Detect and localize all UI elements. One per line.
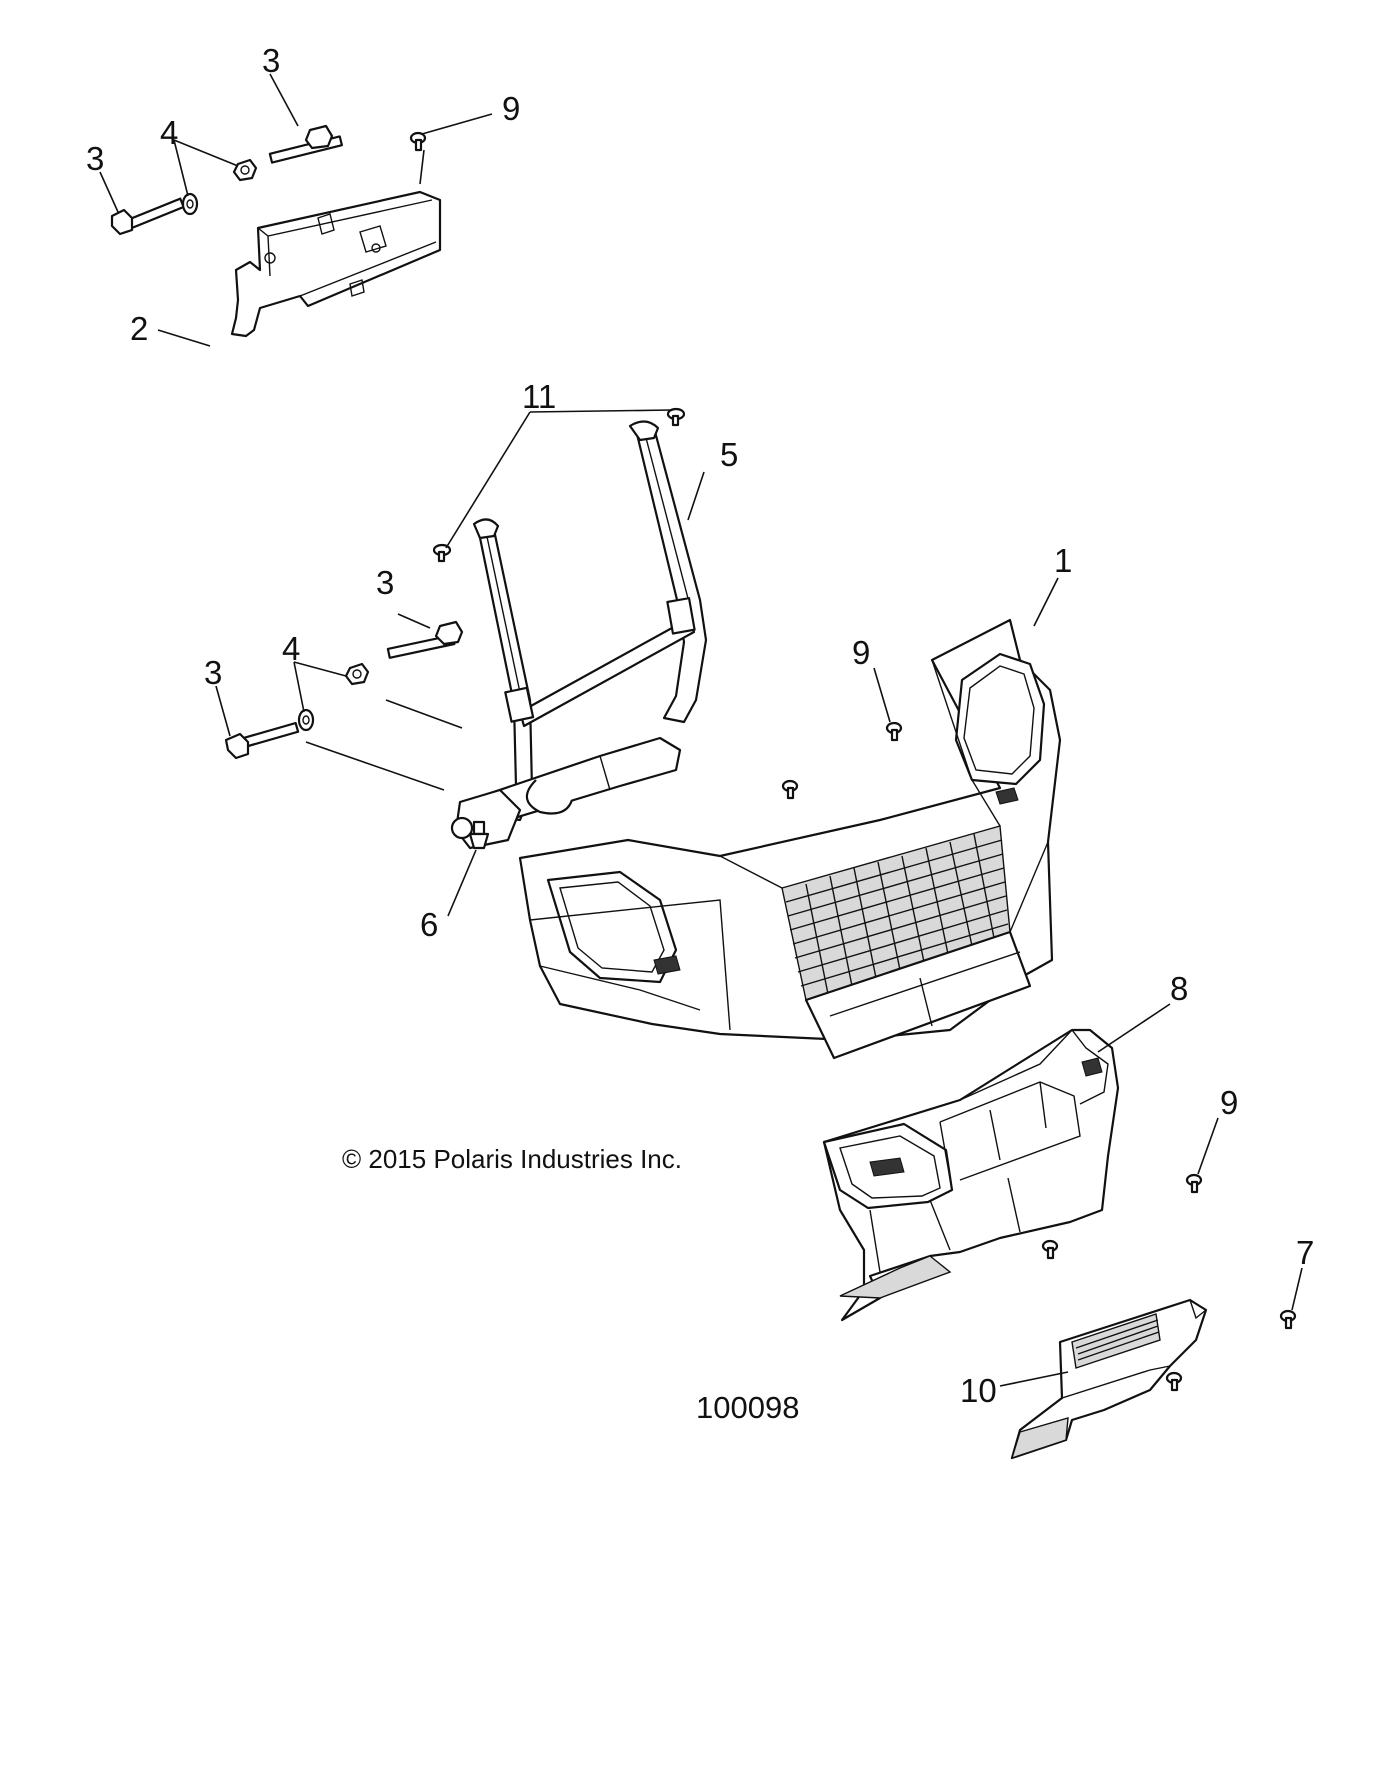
washer-4-mid [297, 708, 315, 732]
callout-5: 5 [720, 436, 738, 473]
bolt-3-mid-left [224, 721, 300, 760]
push-rivet-6 [468, 820, 490, 850]
callout-9: 9 [502, 90, 520, 127]
copyright-text: © 2015 Polaris Industries Inc. [342, 1144, 682, 1174]
clip-11-right [666, 407, 686, 427]
bolt-3-upper-left [110, 197, 185, 236]
screw-9-lower [1185, 1173, 1203, 1194]
nut-4-mid [344, 662, 370, 686]
part-1-fascia [518, 618, 1062, 1060]
part-5-frame [450, 420, 708, 850]
callout-3: 3 [204, 654, 222, 691]
callout-6: 6 [420, 906, 438, 943]
screw-9-bumper [1041, 1239, 1059, 1260]
callout-9: 9 [852, 634, 870, 671]
callout-1: 1 [1054, 542, 1072, 579]
part-2-bracket [230, 190, 442, 338]
callout-10: 10 [960, 1372, 997, 1409]
callout-4: 4 [282, 630, 300, 667]
bolt-3-upper-right [268, 124, 343, 164]
screw-7 [1279, 1309, 1297, 1330]
bolt-3-mid-right [386, 620, 464, 659]
callout-3: 3 [86, 140, 104, 177]
grille-mesh [785, 833, 1009, 995]
part-10-skid-plate [1010, 1298, 1208, 1460]
callout-8: 8 [1170, 970, 1188, 1007]
screw-9-upper [409, 131, 427, 152]
screw-10-skid [1165, 1371, 1183, 1392]
callouts: 3 9 4 3 2 11 5 1 3 9 4 3 6 8 9 7 10 [86, 42, 1314, 1409]
leader-lines [99, 73, 1303, 1387]
nut-4-upper [232, 158, 258, 182]
screw-9-grille-b [781, 779, 799, 800]
clip-11-left [432, 543, 452, 563]
figure-number: 100098 [696, 1390, 799, 1425]
screw-9-grille-a [885, 721, 903, 742]
callout-2: 2 [130, 310, 148, 347]
part-8-bumper [822, 1028, 1120, 1322]
callout-7: 7 [1296, 1234, 1314, 1271]
callout-4: 4 [160, 114, 178, 151]
washer-4-upper [181, 192, 199, 216]
callout-3: 3 [376, 564, 394, 601]
callout-11: 11 [522, 378, 556, 415]
callout-9: 9 [1220, 1084, 1238, 1121]
callout-3: 3 [262, 42, 280, 79]
